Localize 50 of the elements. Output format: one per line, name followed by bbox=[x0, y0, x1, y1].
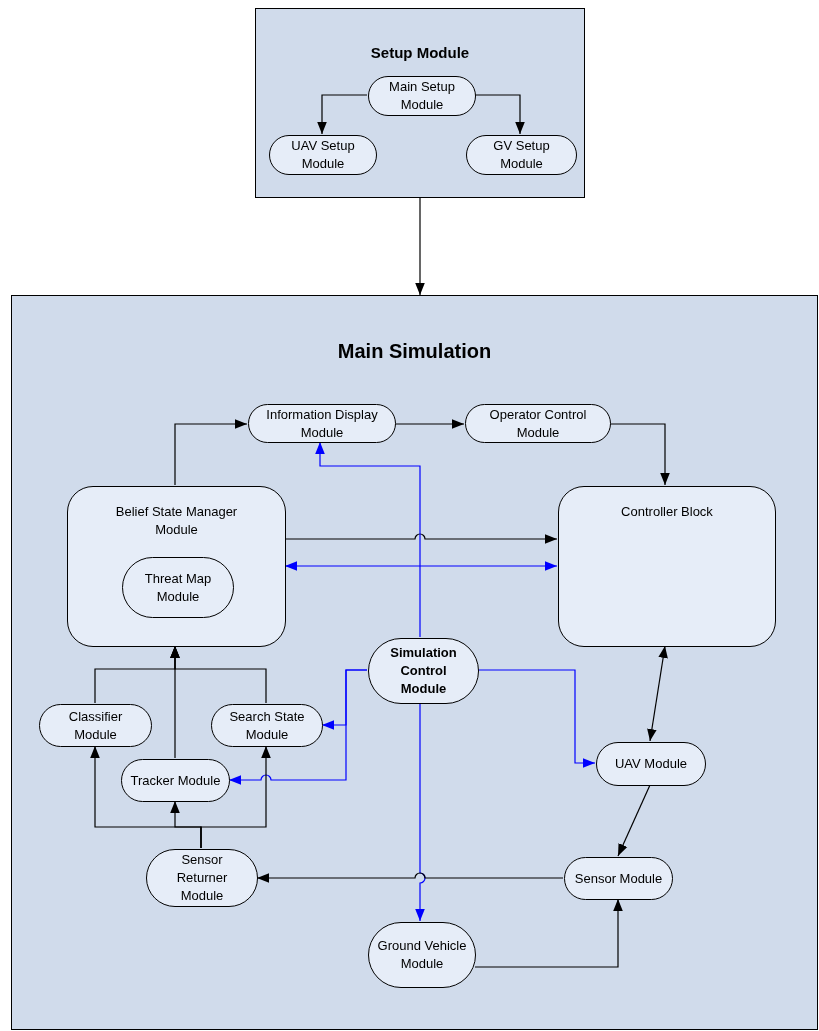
module-pill bbox=[368, 76, 476, 116]
arrow bbox=[200, 745, 271, 849]
arrow bbox=[477, 669, 596, 768]
module-pill bbox=[39, 704, 152, 747]
module-label: UAV Module bbox=[614, 755, 688, 773]
block-box bbox=[67, 486, 286, 647]
module-label: Tracker Module bbox=[129, 771, 222, 790]
module-container bbox=[11, 295, 818, 1030]
block-box bbox=[558, 486, 776, 647]
module-pill bbox=[564, 857, 673, 900]
module-pill bbox=[465, 404, 611, 443]
arrow bbox=[228, 669, 368, 785]
module-pill bbox=[121, 759, 230, 802]
module-container bbox=[255, 8, 585, 198]
module-pill bbox=[466, 135, 577, 175]
module-label: Information Display Module bbox=[265, 405, 379, 442]
arrow bbox=[617, 784, 651, 857]
arrow bbox=[474, 94, 525, 135]
module-label: Simulation Control Module bbox=[389, 644, 458, 698]
module-label: Operator Control Module bbox=[488, 405, 588, 442]
module-label: UAV Setup Module bbox=[290, 137, 356, 173]
arrow bbox=[394, 419, 465, 429]
arrow bbox=[174, 419, 248, 486]
module-label: Sensor Module bbox=[573, 869, 664, 888]
arrow bbox=[284, 561, 558, 571]
arrow bbox=[315, 441, 421, 638]
module-pill bbox=[211, 704, 323, 747]
module-label: GV Setup Module bbox=[492, 137, 551, 173]
arrow bbox=[284, 533, 558, 544]
module-label: Sensor Returner Module bbox=[175, 851, 229, 905]
arrow bbox=[415, 702, 426, 922]
module-pill bbox=[248, 404, 396, 443]
module-label: Search State Module bbox=[228, 707, 306, 744]
block-label: Controller Block bbox=[620, 503, 714, 521]
arrow bbox=[256, 872, 564, 883]
container-title: Setup Module bbox=[369, 43, 471, 63]
module-pill bbox=[596, 742, 706, 786]
container-title: Main Simulation bbox=[336, 339, 493, 364]
block-label: Belief State Manager Module bbox=[114, 503, 239, 539]
module-label: Classifier Module bbox=[67, 707, 124, 744]
module-label: Main Setup Module bbox=[388, 78, 456, 114]
arrow bbox=[609, 423, 670, 486]
arrow bbox=[317, 94, 368, 135]
arrow bbox=[415, 197, 425, 296]
module-label: Ground Vehicle Module bbox=[376, 937, 468, 973]
arrow bbox=[647, 645, 668, 742]
arrow bbox=[170, 645, 180, 759]
module-pill bbox=[269, 135, 377, 175]
arrow bbox=[474, 898, 623, 968]
module-label: Threat Map Module bbox=[143, 569, 213, 606]
